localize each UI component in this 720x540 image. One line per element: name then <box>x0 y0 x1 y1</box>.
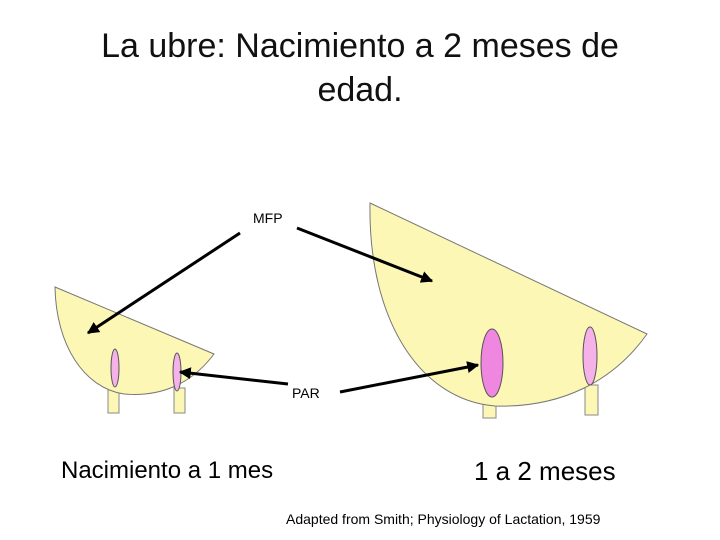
udder-small-right-teat-base <box>174 388 185 413</box>
par-label: PAR <box>292 385 320 401</box>
udder-large <box>370 203 647 418</box>
udder-small <box>55 287 214 413</box>
udder-small-left-teat <box>111 349 119 387</box>
source-credit: Adapted from Smith; Physiology of Lactat… <box>286 511 600 527</box>
udder-large-left-teat <box>481 329 503 397</box>
udder-large-body <box>370 203 647 406</box>
caption-1-to-2-months: 1 a 2 meses <box>474 456 616 486</box>
udder-small-right-teat <box>173 353 181 391</box>
mfp-arrow-left <box>88 233 240 333</box>
caption-birth-to-1-month: Nacimiento a 1 mes <box>61 456 281 486</box>
udder-large-right-teat <box>583 327 597 385</box>
par-arrow-left <box>180 372 288 384</box>
mfp-label: MFP <box>253 210 283 226</box>
udder-large-right-teat-base <box>585 385 598 415</box>
